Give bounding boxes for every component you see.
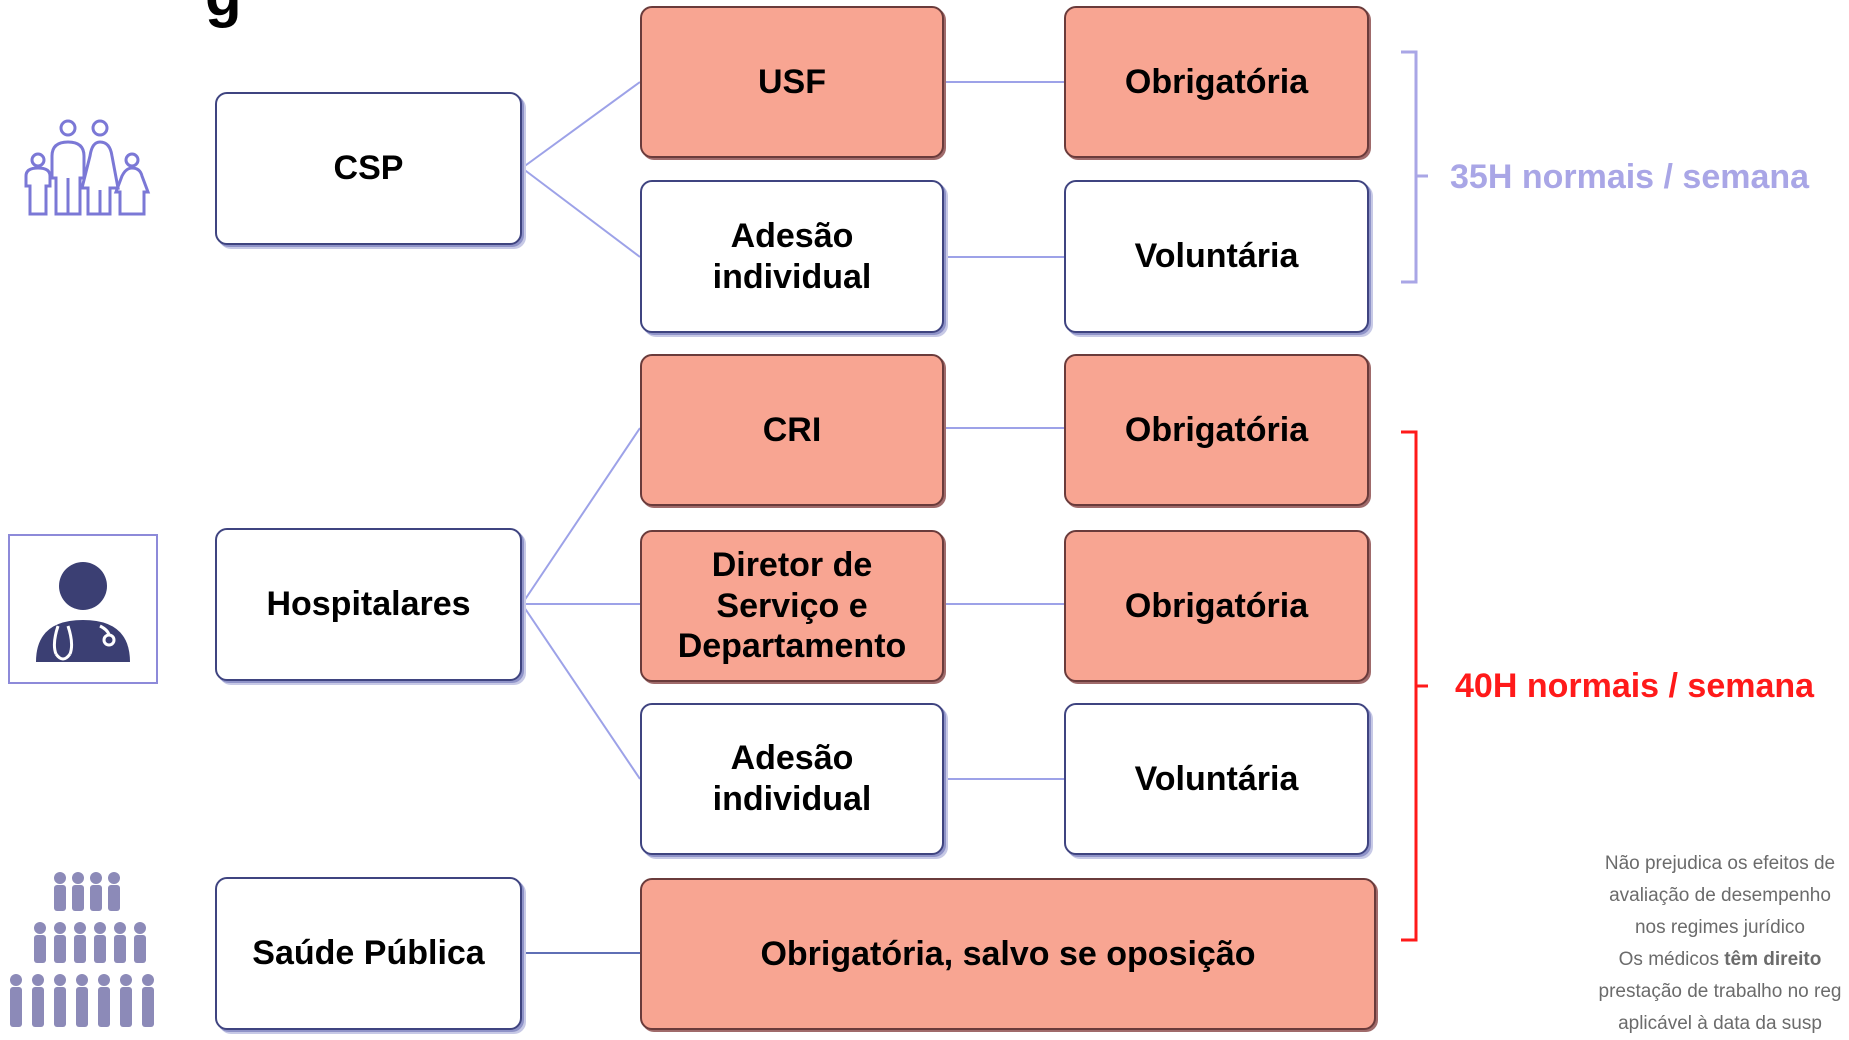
connector-hosp-adesao [521, 603, 641, 780]
population-icon [10, 872, 154, 1027]
bracket-35h [1401, 50, 1428, 284]
note-line-2: avaliação de desempenho [1609, 885, 1831, 906]
group-box-csp: CSP [215, 92, 522, 245]
bracket-40h [1401, 430, 1428, 942]
regime-box-diretor: Obrigatória [1064, 530, 1369, 682]
regime-box-adesao-csp: Voluntária [1064, 180, 1369, 333]
regime-box-saude-publica: Obrigatória, salvo se oposição [640, 878, 1376, 1030]
hours-label-40h: 40H normais / semana [1455, 667, 1815, 705]
type-box-diretor: Diretor de Serviço e Departamento [640, 530, 944, 682]
regime-box-adesao-hosp: Voluntária [1064, 703, 1369, 855]
note-line-5: prestação de trabalho no reg [1598, 981, 1842, 1002]
type-box-usf: USF [640, 6, 944, 158]
note-line-4-bold: têm direito [1724, 949, 1822, 970]
note-line-6: aplicável à data da susp [1618, 1013, 1822, 1034]
hours-label-35h: 35H normais / semana [1450, 158, 1810, 196]
type-box-cri: CRI [640, 354, 944, 506]
title-fragment: g [205, 0, 242, 29]
family-icon [24, 119, 151, 216]
type-box-adesao-csp: Adesão individual [640, 180, 944, 333]
type-box-adesao-hosp: Adesão individual [640, 703, 944, 855]
regime-box-usf: Obrigatória [1064, 6, 1369, 158]
connector-csp-usf [521, 81, 641, 169]
connector-hosp-cri [521, 427, 641, 605]
doctor-icon [8, 534, 158, 684]
note-line-1: Não prejudica os efeitos de [1604, 853, 1836, 874]
note-line-3: nos regimes jurídico [1634, 917, 1806, 938]
note-line-4: Os médicos têm direito [1530, 944, 1849, 976]
note-line-4-pre: Os médicos [1618, 949, 1725, 970]
connector-csp-adesao [521, 167, 641, 258]
group-box-hospitalares: Hospitalares [215, 528, 522, 681]
side-note: Não prejudica os efeitos de avaliação de… [1530, 848, 1849, 1040]
group-box-saude-publica: Saúde Pública [215, 877, 522, 1030]
regime-box-cri: Obrigatória [1064, 354, 1369, 506]
